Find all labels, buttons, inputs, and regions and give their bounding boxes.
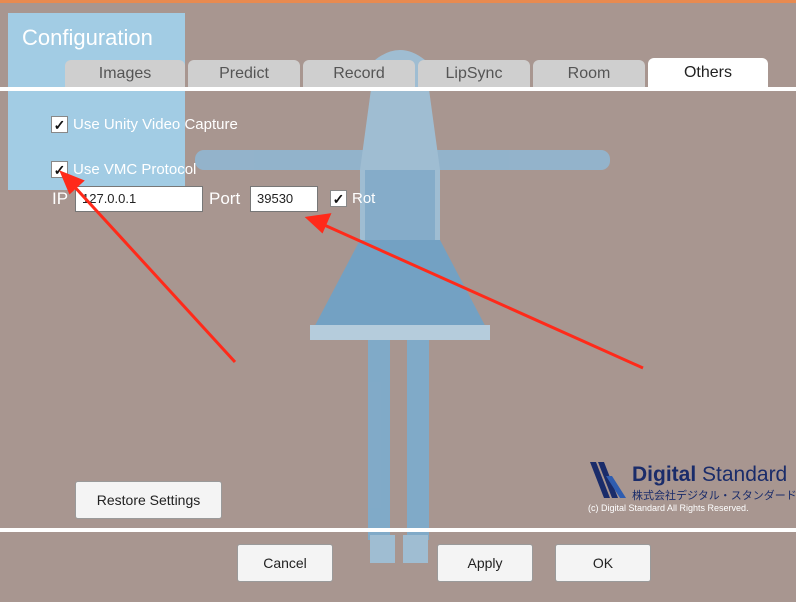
unity-video-capture-checkbox[interactable]: ✓: [51, 116, 68, 133]
rot-label: Rot: [352, 190, 376, 207]
apply-button[interactable]: Apply: [437, 544, 533, 582]
ok-button[interactable]: OK: [555, 544, 651, 582]
restore-settings-button[interactable]: Restore Settings: [75, 481, 222, 519]
vmc-protocol-option[interactable]: ✓ Use VMC Protocol: [51, 161, 196, 178]
copyright-text: (c) Digital Standard All Rights Reserved…: [588, 503, 749, 513]
digital-standard-logo: Digital Standard 株式会社デジタル・スタンダード (c) Dig…: [588, 460, 796, 520]
tab-underline: [0, 87, 796, 91]
vmc-protocol-checkbox[interactable]: ✓: [51, 161, 68, 178]
rot-checkbox[interactable]: ✓: [330, 190, 347, 207]
ip-input[interactable]: 127.0.0.1: [75, 186, 203, 212]
port-label: Port: [209, 189, 241, 208]
logo-mark-icon: [590, 462, 626, 498]
tab-predict[interactable]: Predict: [188, 60, 300, 88]
footer-divider: [0, 528, 796, 532]
cancel-button[interactable]: Cancel: [237, 544, 333, 582]
tab-record[interactable]: Record: [303, 60, 415, 88]
config-title-panel: Configuration: [8, 13, 185, 190]
unity-video-capture-label: Use Unity Video Capture: [73, 116, 238, 133]
logo-name: Digital Standard: [632, 463, 788, 486]
ip-label: IP: [52, 189, 69, 208]
tab-others[interactable]: Others: [648, 58, 768, 88]
logo-company-jp: 株式会社デジタル・スタンダード: [632, 490, 796, 502]
top-border: [0, 0, 796, 3]
unity-video-capture-option[interactable]: ✓ Use Unity Video Capture: [51, 116, 238, 133]
window-title: Configuration: [22, 25, 153, 50]
tab-lipsync[interactable]: LipSync: [418, 60, 530, 88]
tab-images[interactable]: Images: [65, 60, 185, 88]
port-input[interactable]: 39530: [250, 186, 318, 212]
vmc-protocol-label: Use VMC Protocol: [73, 161, 197, 178]
rot-option[interactable]: ✓ Rot: [330, 190, 375, 207]
tab-bar: Images Predict Record LipSync Room Other…: [0, 58, 796, 88]
tab-room[interactable]: Room: [533, 60, 645, 88]
